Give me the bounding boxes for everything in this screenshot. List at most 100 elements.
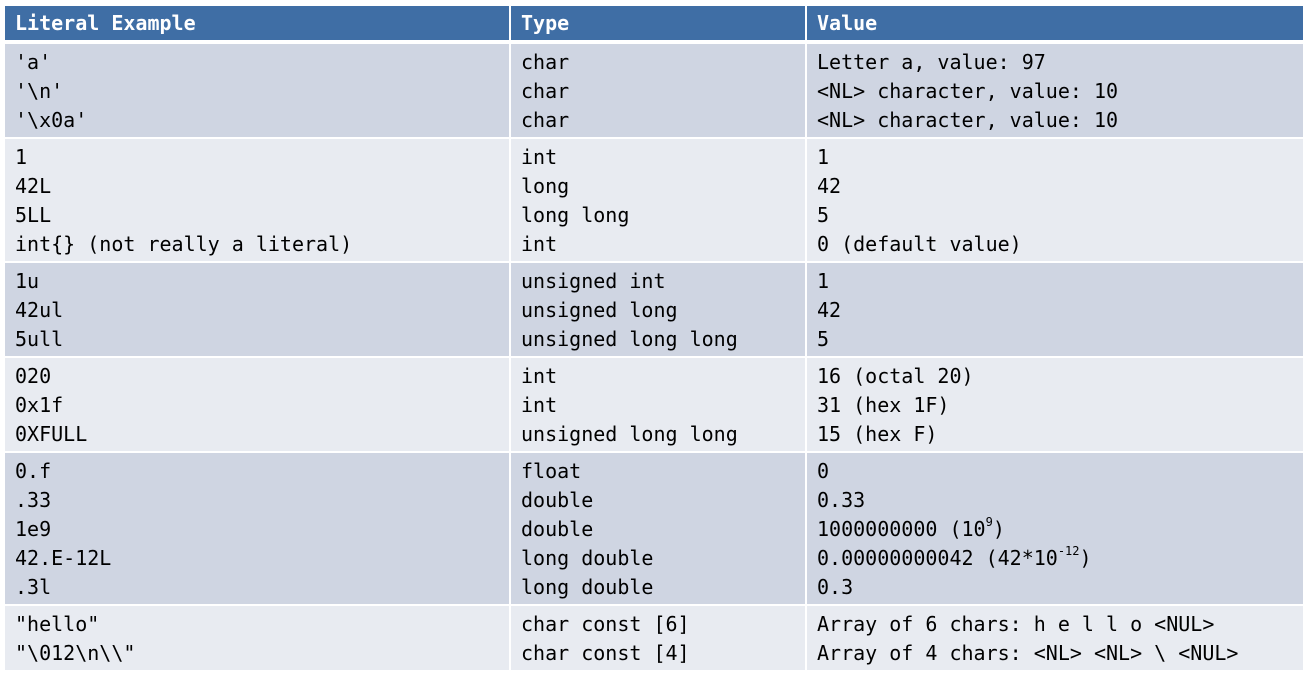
literal-line: int{} (not really a literal) bbox=[15, 230, 499, 259]
type-text: unsigned long long bbox=[521, 422, 738, 446]
type-text: char bbox=[521, 79, 570, 103]
value-exponent: -12 bbox=[1057, 544, 1080, 559]
literal-line: "hello" bbox=[15, 610, 499, 639]
literal-text: 1e9 bbox=[15, 517, 52, 541]
value-text: <NL> character, value: 10 bbox=[817, 79, 1119, 103]
type-cell: char char char bbox=[511, 44, 807, 139]
header-row: Literal Example Type Value bbox=[5, 6, 1303, 44]
type-line: unsigned long bbox=[521, 296, 795, 325]
value-cell: 1 42 5 0 (default value) bbox=[807, 139, 1303, 263]
literal-text: '\n' bbox=[15, 79, 64, 103]
literal-text: "\012\n\\" bbox=[15, 641, 136, 665]
value-line: Array of 6 chars: h e l l o <NUL> bbox=[817, 610, 1293, 639]
type-line: int bbox=[521, 143, 795, 172]
value-text: 0.33 bbox=[817, 488, 866, 512]
type-text: char bbox=[521, 50, 570, 74]
type-text: double bbox=[521, 517, 594, 541]
value-line: 15 (hex F) bbox=[817, 420, 1293, 449]
type-line: int bbox=[521, 391, 795, 420]
type-text: unsigned int bbox=[521, 269, 666, 293]
literal-line: 0x1f bbox=[15, 391, 499, 420]
type-line: unsigned int bbox=[521, 267, 795, 296]
literal-cell: 'a' '\n' '\x0a' bbox=[5, 44, 511, 139]
type-text: float bbox=[521, 459, 582, 483]
type-line: int bbox=[521, 230, 795, 259]
literal-text: 1 bbox=[15, 145, 28, 169]
type-text: char const [4] bbox=[521, 641, 690, 665]
value-text: 0.00000000042 (42*10 bbox=[817, 546, 1058, 570]
value-line: 1 bbox=[817, 267, 1293, 296]
literal-text: 5ull bbox=[15, 327, 64, 351]
value-text: 5 bbox=[817, 203, 830, 227]
value-line: Array of 4 chars: <NL> <NL> \ <NUL> bbox=[817, 639, 1293, 668]
literal-line: '\n' bbox=[15, 77, 499, 106]
type-line: unsigned long long bbox=[521, 420, 795, 449]
type-text: unsigned long long bbox=[521, 327, 738, 351]
value-text: Letter a, value: 97 bbox=[817, 50, 1046, 74]
value-line: <NL> character, value: 10 bbox=[817, 77, 1293, 106]
value-line: 5 bbox=[817, 325, 1293, 354]
type-line: int bbox=[521, 362, 795, 391]
value-text: 1 bbox=[817, 269, 830, 293]
value-line: 0.33 bbox=[817, 486, 1293, 515]
value-text: <NL> character, value: 10 bbox=[817, 108, 1119, 132]
value-text: 42 bbox=[817, 174, 842, 198]
literal-text: 'a' bbox=[15, 50, 52, 74]
value-text: 15 (hex F) bbox=[817, 422, 938, 446]
literal-text: .3l bbox=[15, 575, 52, 599]
literal-text: int{} (not really a literal) bbox=[15, 232, 353, 256]
literal-text: 0x1f bbox=[15, 393, 64, 417]
value-text: 1 bbox=[817, 145, 830, 169]
value-line: <NL> character, value: 10 bbox=[817, 106, 1293, 135]
table-body: 'a' '\n' '\x0a' char char char Letter a, value… bbox=[5, 44, 1303, 672]
value-cell: Array of 6 chars: h e l l o <NUL> Array o… bbox=[807, 606, 1303, 672]
type-line: long double bbox=[521, 544, 795, 573]
literal-text: 1u bbox=[15, 269, 40, 293]
value-text: 0.3 bbox=[817, 575, 854, 599]
type-text: long bbox=[521, 174, 570, 198]
literal-text: 020 bbox=[15, 364, 52, 388]
value-text: 0 (default value) bbox=[817, 232, 1022, 256]
literal-line: "\012\n\\" bbox=[15, 639, 499, 668]
literal-text: 42L bbox=[15, 174, 52, 198]
type-line: double bbox=[521, 486, 795, 515]
type-text: long double bbox=[521, 546, 654, 570]
literal-line: 1 bbox=[15, 143, 499, 172]
value-cell: Letter a, value: 97 <NL> character, value… bbox=[807, 44, 1303, 139]
header-value: Value bbox=[807, 6, 1303, 44]
value-line: 1000000000 (109) bbox=[817, 515, 1293, 544]
value-line: 42 bbox=[817, 296, 1293, 325]
literal-line: 42.E-12L bbox=[15, 544, 499, 573]
type-text: int bbox=[521, 393, 558, 417]
table-row: 'a' '\n' '\x0a' char char char Letter a, value… bbox=[5, 44, 1303, 139]
value-suffix: ) bbox=[1079, 546, 1092, 570]
type-line: long double bbox=[521, 573, 795, 602]
type-text: unsigned long bbox=[521, 298, 678, 322]
value-text: Array of 4 chars: <NL> <NL> \ <NUL> bbox=[817, 641, 1239, 665]
value-text: 31 (hex 1F) bbox=[817, 393, 950, 417]
value-text: Array of 6 chars: h e l l o <NUL> bbox=[817, 612, 1215, 636]
type-text: int bbox=[521, 232, 558, 256]
type-text: long long bbox=[521, 203, 630, 227]
literal-line: '\x0a' bbox=[15, 106, 499, 135]
literal-text: "hello" bbox=[15, 612, 100, 636]
value-line: 16 (octal 20) bbox=[817, 362, 1293, 391]
value-text: 16 (octal 20) bbox=[817, 364, 974, 388]
literal-line: 5ull bbox=[15, 325, 499, 354]
literal-line: 0XFULL bbox=[15, 420, 499, 449]
value-suffix: ) bbox=[992, 517, 1005, 541]
literals-table: Literal Example Type Value 'a' '\n' '\x0a'… bbox=[5, 6, 1303, 672]
value-text: 42 bbox=[817, 298, 842, 322]
value-cell: 1 42 5 bbox=[807, 263, 1303, 358]
literal-line: 020 bbox=[15, 362, 499, 391]
type-line: char bbox=[521, 106, 795, 135]
